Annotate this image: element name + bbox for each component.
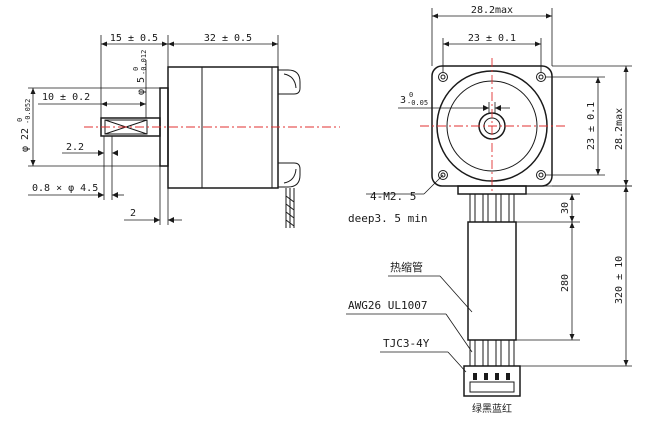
arrow-2-2-left — [98, 150, 104, 156]
mount-hole-tr-inner — [538, 74, 544, 80]
dim-flat-depth: 2.2 — [66, 142, 84, 153]
wires-lower — [469, 339, 515, 367]
pin-3 — [495, 373, 499, 380]
connector-body — [463, 365, 521, 397]
shaft-dia-tol-lower: -0.012 — [140, 50, 148, 75]
connector-pins — [473, 373, 510, 380]
wire-3-lower — [495, 339, 502, 367]
wire-back-twist — [285, 195, 295, 227]
wire-4-upper — [508, 193, 515, 223]
wire-4-lower — [508, 339, 515, 367]
mount-hole-bl — [438, 170, 448, 180]
dim-hole-spacing-v: 23 ± 0.1 — [586, 102, 597, 150]
top-slot — [278, 69, 301, 95]
shaft-dia-tol-upper: 0 — [132, 67, 140, 71]
boss-dia-tol-upper: 0 — [16, 118, 24, 122]
boss-dia-main: φ 22 — [20, 128, 31, 152]
arrow-chamfer-a — [98, 192, 104, 198]
mount-hole-br — [536, 170, 546, 180]
mount-hole-br-inner — [538, 172, 544, 178]
dim-total-length: 320 ± 10 — [614, 256, 625, 304]
wire-1-upper — [469, 193, 476, 223]
flat-tol-upper: 0 — [409, 91, 413, 99]
heatshrink-label: 热缩管 — [390, 260, 423, 274]
side-view: 15 ± 0.5 32 ± 0.5 φ 5 0 -0.012 10 ± 0.2 … — [16, 33, 340, 228]
wire-color-label: 绿黑蓝红 — [472, 402, 512, 415]
wire-spec-label: AWG26 UL1007 — [348, 299, 427, 312]
dim-boss-dia: φ 22 0 -0.052 — [16, 99, 32, 152]
arrow-2-2-right — [112, 150, 118, 156]
connector-latch — [469, 381, 515, 393]
boss-dia-tol-lower: -0.052 — [24, 99, 32, 124]
pin-4 — [506, 373, 510, 380]
flat-tol-lower: -0.05 — [407, 99, 428, 107]
motor-body-outline — [167, 66, 279, 189]
mount-hole-bl-inner — [440, 172, 446, 178]
shaft-dia-main: φ 5 — [136, 77, 147, 95]
connector-leader — [447, 351, 467, 373]
arrow-3-a — [483, 105, 489, 111]
dim-hole-spacing-h: 23 ± 0.1 — [468, 33, 516, 44]
dim-height-max: 28.2max — [614, 108, 625, 150]
wire-1-lower — [469, 339, 476, 367]
mount-hole-tr — [536, 72, 546, 82]
wire-2-lower — [482, 339, 489, 367]
dim-width-max: 28.2max — [471, 5, 513, 16]
dim-shaft-length: 10 ± 0.2 — [42, 92, 90, 103]
heatshrink-leader — [439, 275, 473, 313]
wire-leader — [445, 313, 473, 353]
dim-shaft-dia: φ 5 0 -0.012 — [132, 50, 148, 95]
dim-boss-height: 2 — [130, 208, 136, 219]
wire-2-upper — [482, 193, 489, 223]
wire-3-upper — [495, 193, 502, 223]
bottom-slot — [278, 162, 301, 188]
dim-flange-thickness: 15 ± 0.5 — [110, 33, 158, 44]
connector-label: TJC3-4Y — [383, 337, 430, 350]
holes-leader — [423, 174, 444, 195]
pin-1 — [473, 373, 477, 380]
dim-tube-length: 280 — [560, 274, 571, 292]
dim-exit-length: 30 — [560, 202, 571, 214]
mount-hole-tl-inner — [440, 74, 446, 80]
front-view: 28.2max 23 ± 0.1 23 ± 0.1 28.2max 3 0 -0… — [348, 5, 632, 225]
top-slot-inner — [283, 73, 297, 89]
holes-label: 4-M2. 5 — [370, 190, 416, 203]
dim-flat: 3 0 -0.05 — [400, 91, 428, 107]
wires-upper — [469, 193, 515, 223]
mount-hole-tl — [438, 72, 448, 82]
bottom-slot-inner — [283, 168, 297, 184]
dim-chamfer: 0.8 × φ 4.5 — [32, 183, 98, 194]
cable-assembly: 绿黑蓝红 30 280 320 ± 10 热缩管 AWG26 UL1007 TJ… — [346, 185, 632, 415]
mount-holes — [438, 72, 546, 180]
cable-exit-block — [457, 185, 527, 195]
pin-2 — [484, 373, 488, 380]
hole-depth-label: deep3. 5 min — [348, 212, 427, 225]
dim-body-length: 32 ± 0.5 — [204, 33, 252, 44]
heatshrink-tube — [467, 221, 517, 341]
flat-main: 3 — [400, 95, 406, 106]
arrow-2-a — [154, 217, 160, 223]
